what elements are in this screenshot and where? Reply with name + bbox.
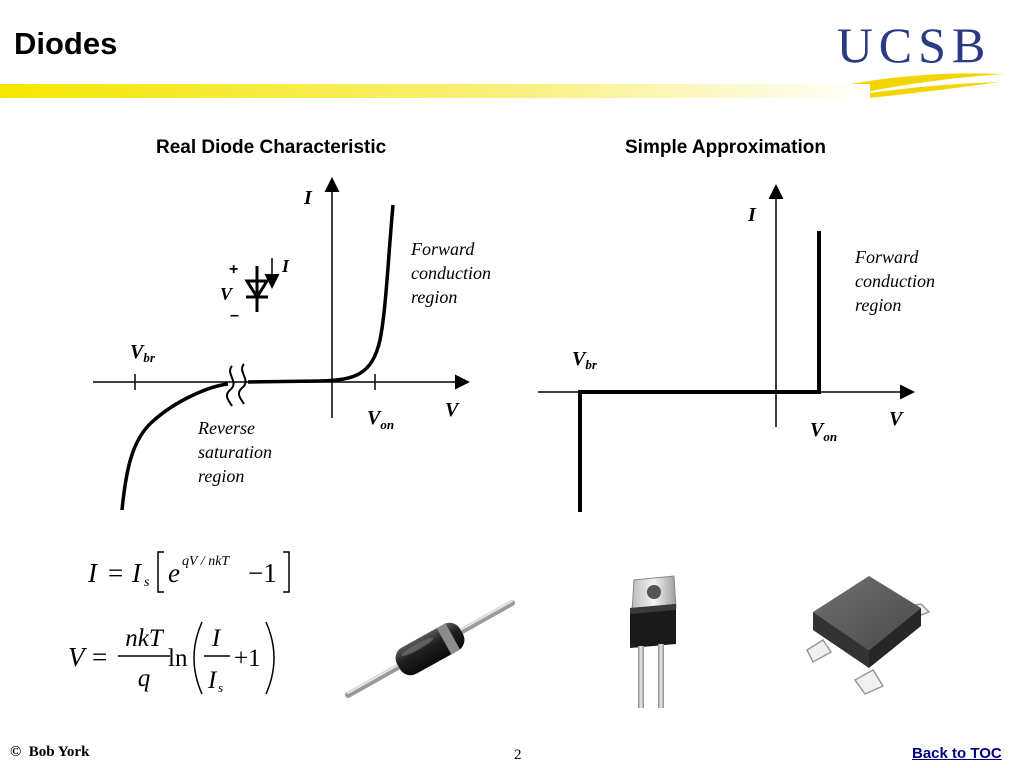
svg-text:−1: −1 [248, 558, 277, 588]
svg-text:I: I [87, 558, 99, 588]
diode-symbol: + V – I [220, 256, 290, 324]
right-axis-i-label: I [747, 204, 757, 226]
approximation-curve [578, 231, 821, 512]
left-von-label: V [367, 407, 382, 429]
svg-text:e: e [168, 558, 180, 588]
left-forward-region-label: Forward conduction region [411, 239, 491, 307]
svg-text:ln: ln [168, 645, 188, 672]
svg-text:Von: Von [367, 407, 394, 432]
svg-text:=: = [108, 558, 123, 588]
svg-text:qV / nkT: qV / nkT [182, 554, 230, 569]
svg-text:s: s [144, 575, 150, 590]
right-von-sub: on [823, 429, 837, 444]
svg-text:nkT: nkT [125, 625, 165, 652]
svg-text:Vbr: Vbr [572, 348, 598, 372]
svg-text:s: s [218, 680, 223, 695]
axial-diode-icon [345, 600, 515, 698]
forward-curve [247, 204, 395, 384]
svg-text:Vbr: Vbr [130, 341, 156, 365]
symbol-i: I [281, 256, 290, 276]
left-plot-heading: Real Diode Characteristic [156, 137, 387, 158]
right-axis-v-label: V [889, 408, 904, 430]
svg-text:+1: +1 [234, 645, 261, 672]
approximation-plot: I V Vbr Von [538, 184, 915, 512]
back-to-toc-link[interactable]: Back to TOC [912, 745, 1002, 762]
symbol-v: V [220, 284, 234, 304]
left-vbr-sub: br [143, 350, 156, 365]
equation-current: I = I s e qV / nkT −1 [87, 551, 290, 593]
left-vbr-label: V [130, 341, 145, 363]
logo-text: UCSB [837, 17, 992, 73]
symbol-plus: + [229, 261, 238, 278]
left-axis-v-label: V [445, 399, 460, 421]
real-diode-plot: I V Vbr Von + V – I [93, 177, 470, 511]
page-number: 2 [514, 747, 522, 763]
equation-voltage: V = nkT q ln I I s +1 [68, 621, 275, 695]
reverse-region-label: Reverse saturation region [198, 418, 273, 486]
right-von-label: V [810, 419, 825, 441]
left-von-sub: on [380, 417, 394, 432]
svg-text:Von: Von [810, 419, 837, 444]
right-forward-region-label: Forward conduction region [855, 247, 935, 315]
svg-text:q: q [138, 665, 151, 692]
to220-diode-icon [630, 575, 677, 708]
right-vbr-label: V [572, 348, 587, 370]
header-gradient-bar [0, 84, 870, 98]
svg-text:=: = [92, 642, 107, 672]
sot23-diode-icon [806, 576, 931, 695]
reverse-breakdown-curve [120, 382, 229, 511]
svg-text:I: I [211, 625, 222, 652]
svg-text:I: I [207, 667, 218, 694]
svg-text:V: V [68, 642, 88, 672]
right-vbr-sub: br [585, 357, 598, 372]
copyright-symbol: © [10, 744, 22, 760]
author-name: Bob York [28, 744, 90, 760]
symbol-minus: – [230, 307, 239, 324]
right-plot-heading: Simple Approximation [625, 137, 826, 158]
svg-text:I: I [131, 558, 143, 588]
footer-copyright: © Bob York [10, 744, 89, 761]
left-axis-i-label: I [303, 187, 313, 209]
slide-title: Diodes [14, 26, 118, 61]
